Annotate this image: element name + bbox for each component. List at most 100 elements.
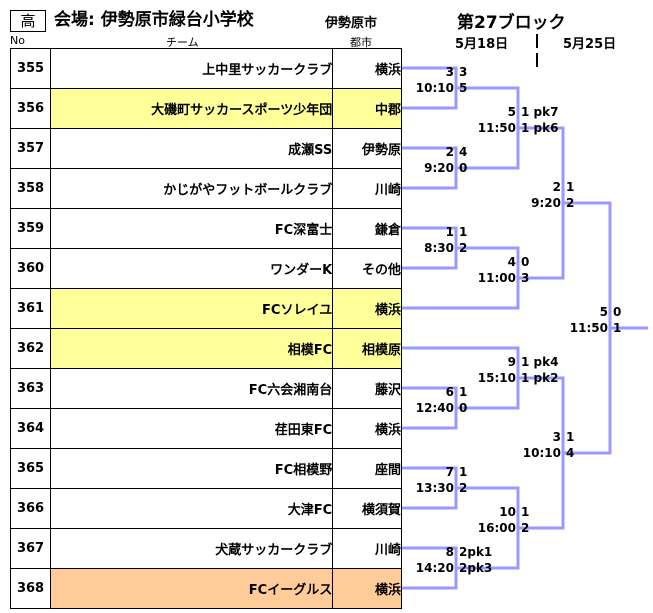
match-time: 16:00: [477, 521, 516, 535]
team-number: 365: [9, 448, 52, 489]
team-city: 座間: [332, 448, 402, 489]
match-score-right: 1: [566, 430, 575, 444]
match-time: 9:20: [424, 161, 454, 175]
team-number: 362: [9, 328, 52, 369]
team-number: 359: [9, 208, 52, 249]
match-time: 15:10: [477, 371, 516, 385]
match-score-left: 10: [499, 505, 516, 519]
team-name: 犬蔵サッカークラブ: [50, 528, 334, 569]
team-number: 356: [9, 88, 52, 129]
team-city: 横須賀: [332, 488, 402, 529]
team-name: FCソレイユ: [50, 288, 334, 329]
match-score-right: 2: [566, 196, 575, 210]
match-score-right: 5: [459, 81, 468, 95]
match-score-right: 1: [566, 180, 575, 194]
team-name: 大磯町サッカースポーツ少年団: [50, 88, 334, 129]
host-city: 伊勢原市: [325, 16, 378, 31]
team-number: 358: [9, 168, 52, 209]
match-score-right: 2: [459, 241, 468, 255]
match-score-left: 3: [445, 65, 454, 79]
match-score-right: 2: [459, 481, 468, 495]
match-time: 9:20: [531, 196, 561, 210]
match-score-left: 9: [507, 355, 516, 369]
match-score-right: 1: [459, 225, 468, 239]
match-score-right: 0: [459, 161, 468, 175]
match-score-right: 0: [459, 401, 468, 415]
team-name: 大津FC: [50, 488, 334, 529]
team-city: 藤沢: [332, 368, 402, 409]
team-city: 横浜: [332, 408, 402, 449]
team-city: 川崎: [332, 168, 402, 209]
team-city: 川崎: [332, 528, 402, 569]
team-name: かじがやフットボールクラブ: [50, 168, 334, 209]
match-score-right: 0: [521, 255, 530, 269]
match-score-right: 1 pk7: [521, 105, 559, 119]
match-score-left: 2: [552, 180, 561, 194]
team-number: 368: [9, 568, 52, 609]
match-time: 10:10: [415, 81, 454, 95]
team-city: 横浜: [332, 48, 402, 89]
match-time: 8:30: [424, 241, 454, 255]
team-number: 361: [9, 288, 52, 329]
date-round1: 5月18日: [455, 37, 509, 52]
match-time: 10:10: [522, 446, 561, 460]
match-score-right: 1 pk6: [521, 121, 559, 135]
team-city: その他: [332, 248, 402, 289]
match-score-left: 4: [507, 255, 516, 269]
match-score-right: 1: [459, 465, 468, 479]
match-score-left: 8: [445, 545, 454, 559]
match-score-left: 7: [445, 465, 454, 479]
team-number: 366: [9, 488, 52, 529]
match-score-right: 1 pk2: [521, 371, 559, 385]
match-score-right: 4: [459, 145, 468, 159]
match-score-left: 6: [445, 385, 454, 399]
match-score-right: 1: [459, 385, 468, 399]
match-score-right: 0: [613, 305, 622, 319]
team-name: 成瀬SS: [50, 128, 334, 169]
match-score-right: 3: [459, 65, 468, 79]
match-score-right: 2pk1: [459, 545, 493, 559]
match-time: 11:50: [569, 321, 608, 335]
team-number: 360: [9, 248, 52, 289]
date-separator: [536, 53, 538, 67]
match-score-right: 1: [613, 321, 622, 335]
venue-title: 会場: 伊勢原市緑台小学校: [54, 10, 254, 30]
column-header-city: 都市: [350, 36, 372, 49]
match-score-right: 2: [521, 521, 530, 535]
team-name: FCイーグルス: [50, 568, 334, 609]
match-time: 11:00: [477, 271, 516, 285]
column-header-no: No: [10, 34, 25, 47]
team-name: 相模FC: [50, 328, 334, 369]
column-header-team: チーム: [166, 36, 199, 49]
match-time: 12:40: [415, 401, 454, 415]
match-score-right: 3: [521, 271, 530, 285]
team-city: 横浜: [332, 568, 402, 609]
match-score-left: 5: [507, 105, 516, 119]
match-score-right: 2pk3: [459, 561, 493, 575]
match-score-right: 1: [521, 505, 530, 519]
match-score-right: 4: [566, 446, 575, 460]
match-score-left: 2: [445, 145, 454, 159]
grade-badge: 高: [10, 10, 46, 32]
team-number: 355: [9, 48, 52, 89]
team-city: 横浜: [332, 288, 402, 329]
team-city: 伊勢原: [332, 128, 402, 169]
block-title: 第27ブロック: [457, 13, 566, 33]
date-round2: 5月25日: [563, 37, 617, 52]
team-number: 363: [9, 368, 52, 409]
match-time: 11:50: [477, 121, 516, 135]
